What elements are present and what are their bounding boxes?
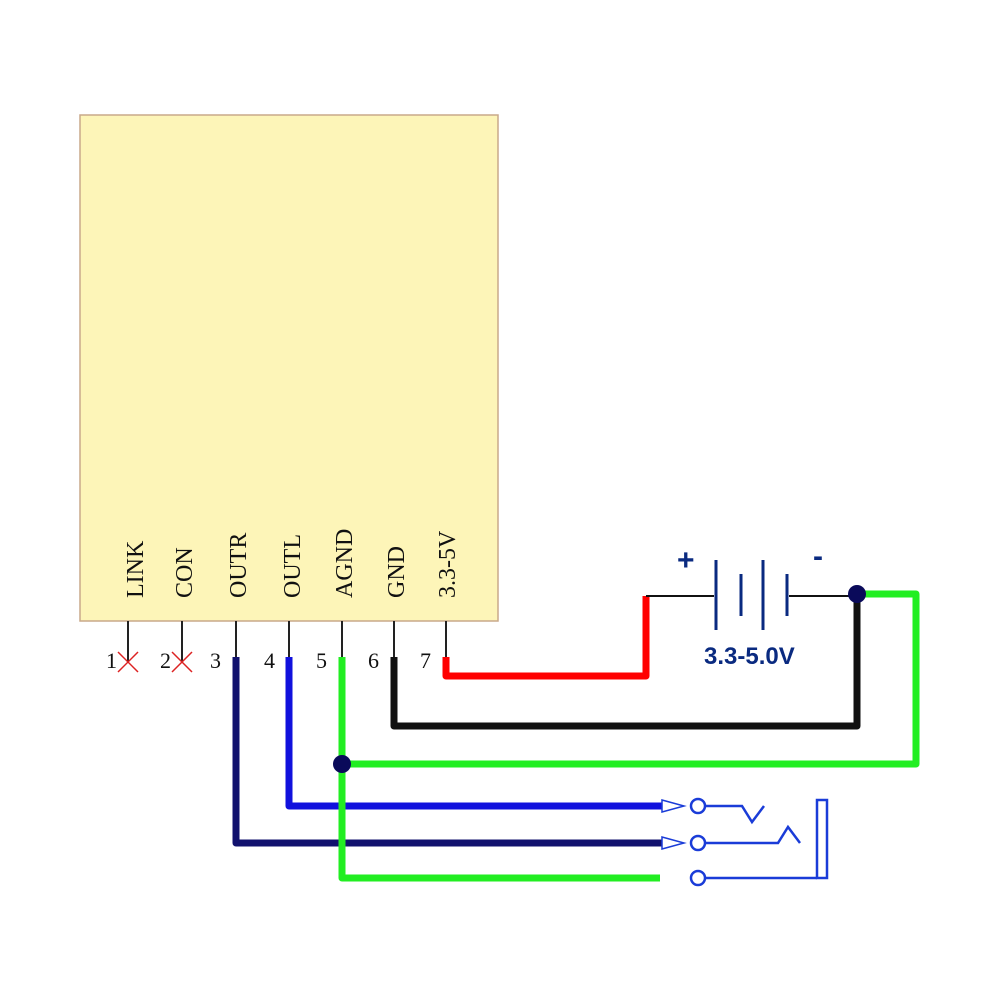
battery-voltage-label: 3.3-5.0V — [704, 643, 795, 670]
wire-agnd — [338, 657, 660, 882]
pin-number-6: 6 — [368, 648, 379, 673]
jack-contact-left — [689, 797, 707, 815]
pin-label-agnd: AGND — [332, 529, 358, 598]
wire-agnd-to-battery — [342, 590, 920, 768]
nc-mark-pin-2 — [171, 651, 193, 673]
pin-leads — [127, 621, 447, 662]
jack-spring-left — [705, 804, 765, 825]
pin-number-4: 4 — [264, 648, 275, 673]
pin-label-outl: OUTL — [280, 534, 306, 598]
battery-plus-sign: + — [677, 544, 695, 577]
pin-number-2: 2 — [160, 648, 171, 673]
nc-mark-pin-1 — [117, 651, 139, 673]
pin-label-outr: OUTR — [226, 533, 252, 598]
jack-body — [815, 798, 829, 880]
pin-number-3: 3 — [210, 648, 221, 673]
pin-label-link: LINK — [123, 540, 149, 598]
jack-spring-right — [705, 824, 801, 845]
audio-jack — [661, 797, 829, 887]
pin-number-1: 1 — [106, 648, 117, 673]
pin-label-con: CON — [172, 547, 198, 598]
pin-label-gnd: GND — [384, 546, 410, 598]
jack-tip-arrow-right — [661, 836, 687, 850]
junction-battery-negative — [848, 585, 866, 603]
pin-label-vcc: 3.3-5V — [435, 530, 461, 598]
wire-gnd — [390, 594, 861, 730]
wire-outl — [285, 657, 662, 810]
no-connect-marks — [117, 651, 193, 673]
jack-contact-right — [689, 834, 707, 852]
wire-outr — [232, 657, 662, 847]
module-body — [79, 114, 499, 622]
junction-agnd — [333, 755, 351, 773]
wire-power — [442, 596, 650, 680]
pin-number-7: 7 — [420, 648, 431, 673]
battery-minus-sign: - — [813, 540, 823, 573]
pin-number-5: 5 — [316, 648, 327, 673]
jack-contact-sleeve — [689, 869, 707, 887]
battery-symbol — [646, 560, 857, 630]
jack-tip-arrow-left — [661, 799, 687, 813]
